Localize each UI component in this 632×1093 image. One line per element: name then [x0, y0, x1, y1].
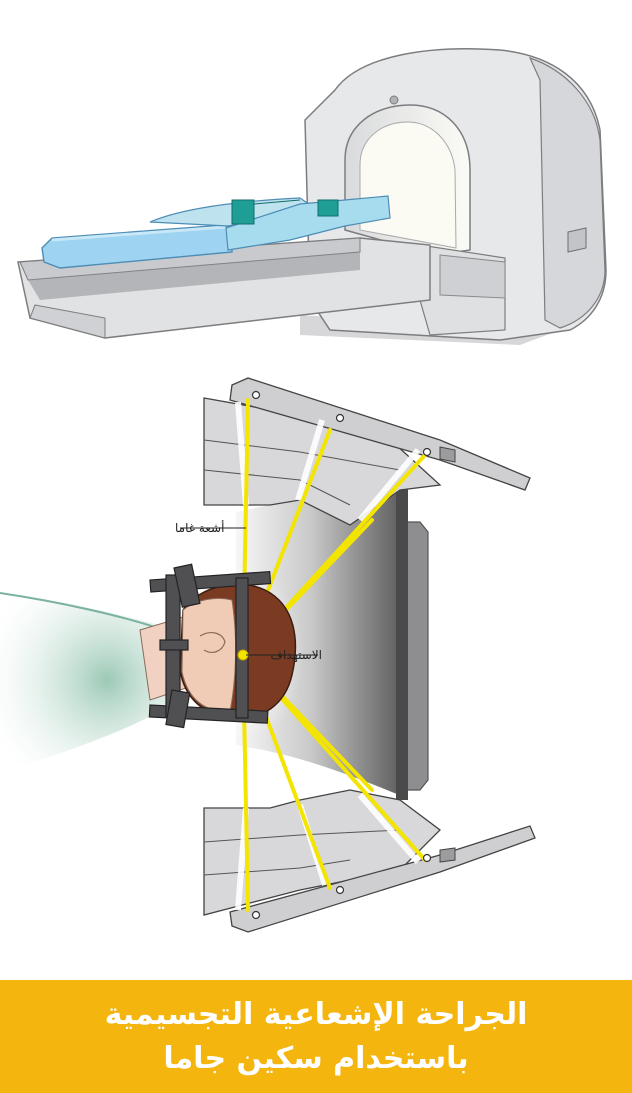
rail-bolt-icon	[422, 853, 432, 863]
target-label: الاستهداف	[271, 648, 322, 662]
lower-collimator-block	[203, 789, 536, 933]
indicator-light-icon	[389, 95, 399, 105]
head-support	[225, 195, 391, 251]
gamma-rays-label: أشعة غاما	[175, 520, 224, 535]
cross-section-diagram: أشعة غاما الاستهداف	[0, 377, 536, 933]
gamma-knife-machine	[17, 48, 607, 345]
rail-bolt-icon	[422, 447, 432, 457]
title-line-1: الجراحة الإشعاعية التجسيمية	[104, 996, 528, 1032]
upper-collimator-block	[203, 377, 531, 526]
gamma-knife-illustration: أشعة غاما الاستهداف	[0, 48, 607, 933]
patient-gown	[0, 590, 178, 770]
rail-bolt-icon	[335, 413, 345, 423]
rail-bolt-icon	[335, 885, 345, 895]
stereotactic-frame	[148, 563, 272, 729]
rail-bolt-icon	[251, 390, 261, 400]
title-banner: الجراحة الإشعاعية التجسيمية باستخدام سكي…	[0, 980, 632, 1093]
rail-bolt-icon	[251, 910, 261, 920]
title-line-2: باستخدام سكين جاما	[163, 1040, 469, 1076]
